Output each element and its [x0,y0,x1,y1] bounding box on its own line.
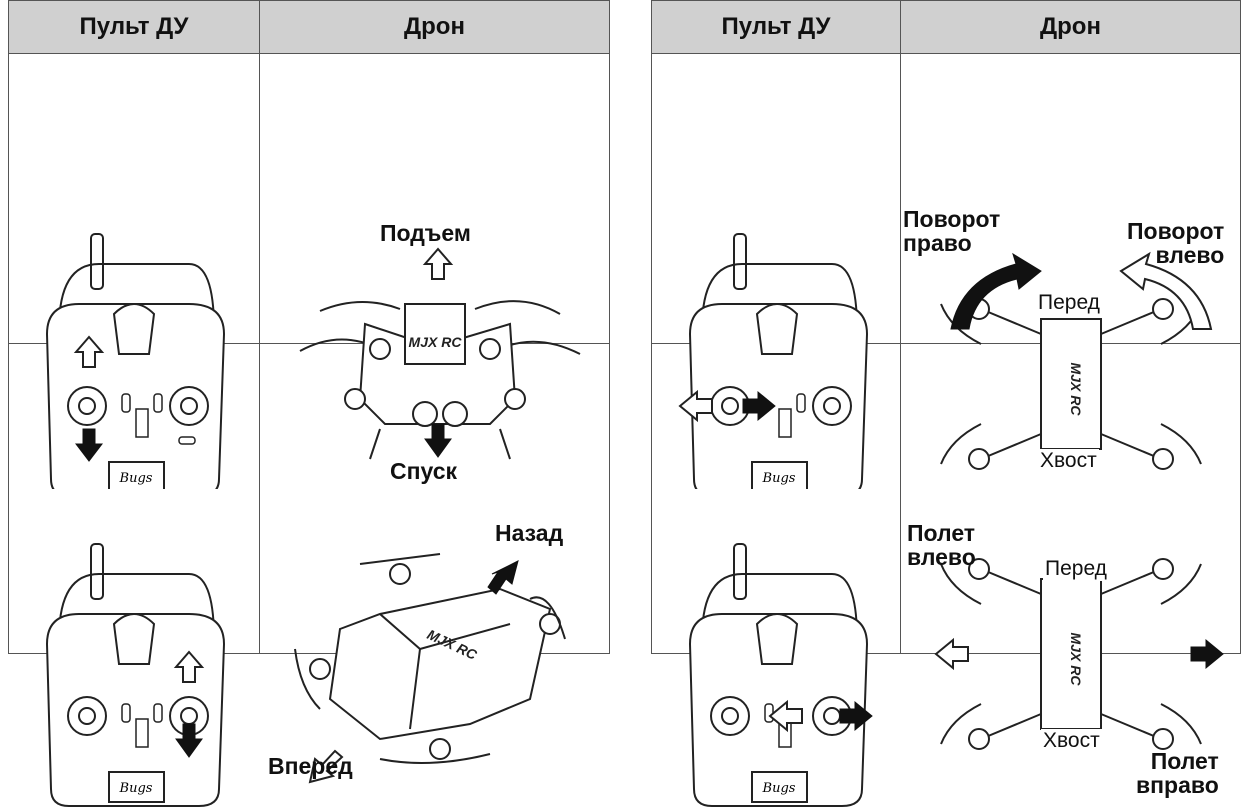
arrow-left-outline-icon [934,637,969,670]
remote-throttle-cell: Bugs [8,53,260,489]
label-turn-right: Поворот право [903,205,1001,256]
remote-pitch-cell: Bugs [8,343,260,807]
header-remote-left: Пульт ДУ [8,0,260,54]
right-table: Пульт ДУ Дрон [651,0,1241,807]
drone-throttle-cell: MJX RC Подъем Спуск [259,53,610,483]
remote-roll-illustration: Bugs [688,542,873,807]
left-table: Пульт ДУ Дрон [8,0,610,807]
rotate-right-solid-icon [950,252,1042,329]
header-drone-right: Дрон [900,0,1241,54]
remote-yaw-cell: Bugs [651,53,901,489]
label-back: Назад [495,519,564,546]
remote-pitch-illustration: Bugs [45,542,226,807]
arrow-back-solid-icon [487,559,519,595]
header-drone-left: Дрон [259,0,610,54]
drone-yaw-cell: MJX RC Поворот право Поворот влево Перед… [900,53,1241,473]
drone-roll-cell: MJX RC Полет влево Полет вправо Перед Хв… [900,343,1241,797]
arrow-right-solid-icon [1190,638,1224,669]
remote-roll-cell: Bugs [651,343,901,807]
header-remote-right: Пульт ДУ [651,0,901,54]
label-fly-left: Полет влево [907,519,976,570]
remote-brand-label: Bugs [762,781,796,796]
label-forward: Вперед [268,752,353,779]
label-turn-left: Поворот влево [1127,217,1225,268]
remote-brand-label: Bugs [119,781,153,796]
label-up: Подъем [380,219,471,246]
label-front: Перед [1036,290,1102,315]
label-tail: Хвост [1041,728,1102,753]
rotate-left-outline-icon [1119,251,1213,330]
drone-pitch-cell: MJX RC Назад Вперед [259,343,610,783]
arrow-up-outline-icon [422,246,454,280]
label-front: Перед [1043,556,1109,581]
label-fly-right: Полет вправо [1136,747,1219,798]
